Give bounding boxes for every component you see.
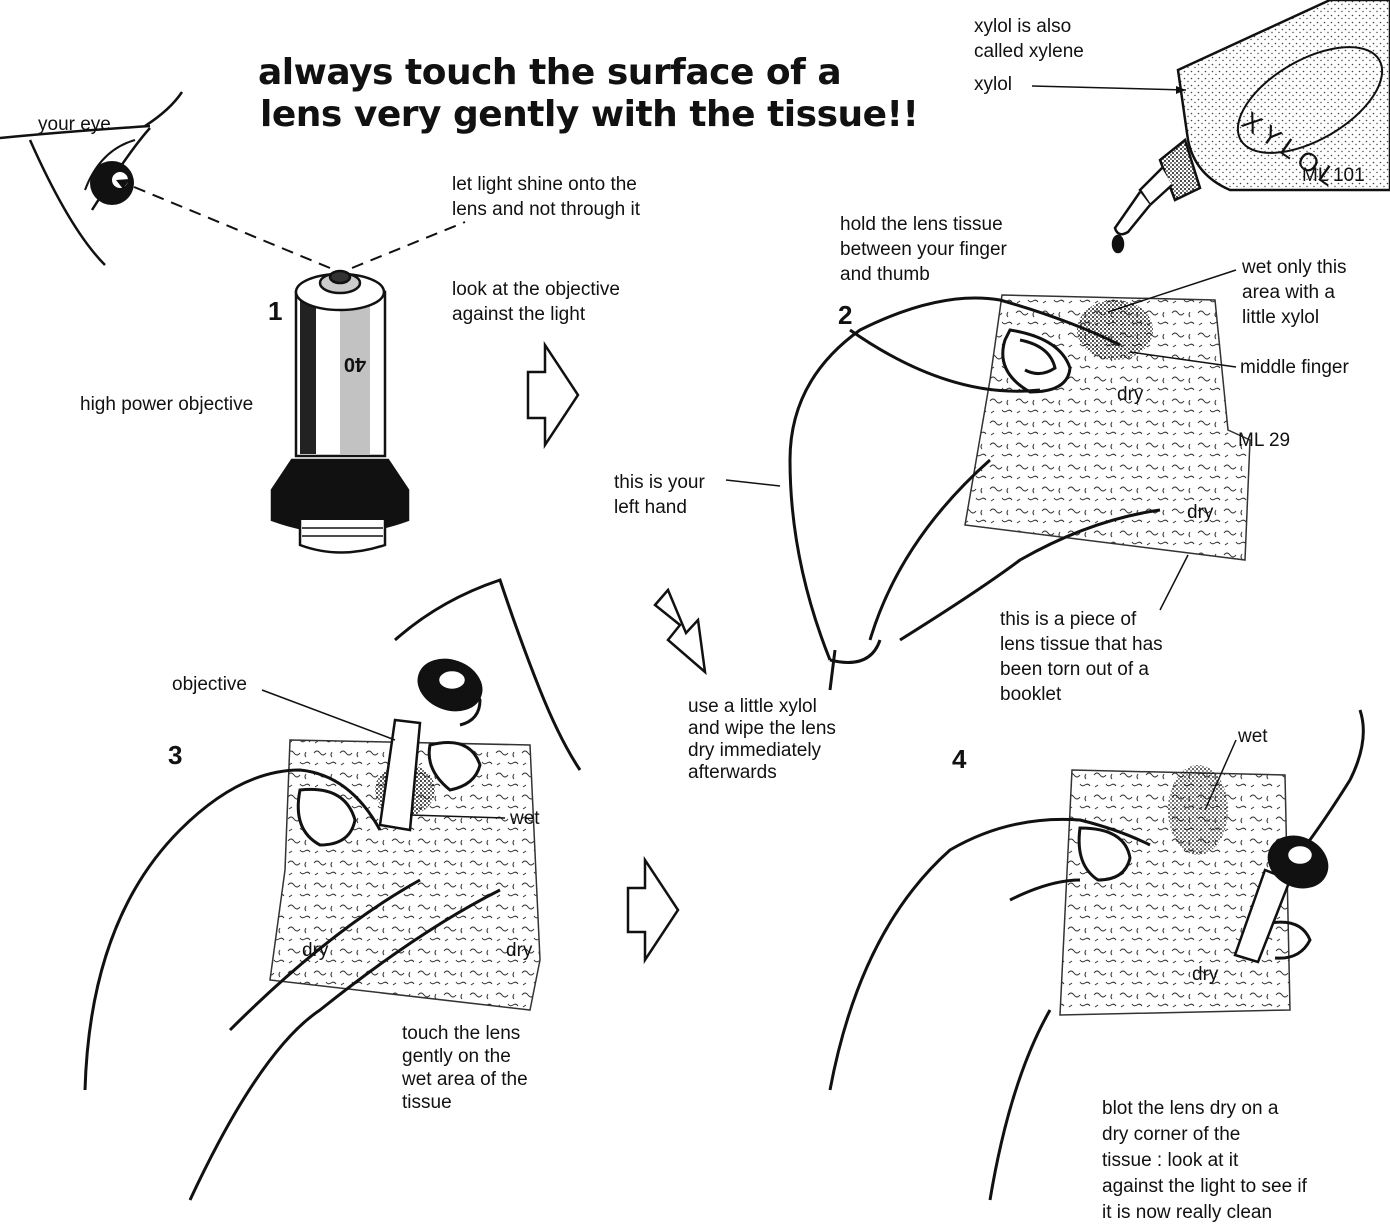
blot-line-5: it is now really clean [1102,1200,1307,1226]
dry-label-4: dry [1192,964,1218,986]
arrow-down-left [655,590,705,672]
wet-area-caption: wet only this area with a little xylol [1242,255,1347,330]
xylol-label: xylol [974,74,1012,96]
xylol-note: xylol is also called xylene [974,14,1084,64]
blot-line-2: dry corner of the [1102,1122,1307,1148]
left-hand-line-2: left hand [614,495,705,520]
wet-line-1: wet only this [1242,255,1347,280]
hold-line-2: between your finger [840,237,1007,262]
objective-mark: 40 [344,353,366,375]
blot-line-1: blot the lens dry on a [1102,1096,1307,1122]
xylol-note-line-1: xylol is also [974,14,1084,39]
tissue-4 [1060,765,1290,1015]
objective-pointer-label: objective [172,674,247,696]
step-number-3: 3 [168,740,182,771]
wet-line-2: area with a [1242,280,1347,305]
shine-line-2: lens and not through it [452,197,640,222]
xylol-instruction: use a little xylol and wipe the lens dry… [688,696,836,784]
hold-line-1: hold the lens tissue [840,212,1007,237]
eye-label: your eye [38,114,111,136]
wet-label-4: wet [1238,726,1268,748]
xylol-note-line-2: called xylene [974,39,1084,64]
touch-line-2: gently on the [402,1045,528,1068]
left-hand-line-1: this is your [614,470,705,495]
hold-caption: hold the lens tissue between your finger… [840,212,1007,287]
look-line-1: look at the objective [452,277,620,302]
arrow-right-1 [528,345,578,445]
dry-label-2a: dry [1117,384,1143,406]
xylol-instruction-line-1: use a little xylol [688,696,836,718]
title-line-2: lens very gently with the tissue!! [260,94,918,136]
hold-line-3: and thumb [840,262,1007,287]
tissue-line-4: booklet [1000,682,1163,707]
objective-drawing [272,271,408,553]
shine-caption: let light shine onto the lens and not th… [452,172,640,222]
touch-line-3: wet area of the [402,1068,528,1091]
xylol-pointer [1032,86,1186,90]
blot-caption: blot the lens dry on a dry corner of the… [1102,1096,1307,1226]
xylol-instruction-line-4: afterwards [688,762,836,784]
step-number-2: 2 [838,300,852,331]
step-number-4: 4 [952,744,966,775]
left-hand-caption: this is your left hand [614,470,705,520]
dry-label-2b: dry [1187,502,1213,524]
objective-label: high power objective [80,394,253,416]
title-line-1: always touch the surface of a [258,52,918,94]
look-line-2: against the light [452,302,620,327]
touch-caption: touch the lens gently on the wet area of… [402,1022,528,1114]
sight-lines [122,182,465,268]
tissue-line-2: lens tissue that has [1000,632,1163,657]
touch-line-4: tissue [402,1091,528,1114]
step-number-1: 1 [268,296,282,327]
tissue-caption: this is a piece of lens tissue that has … [1000,607,1163,707]
touch-line-1: touch the lens [402,1022,528,1045]
tissue-line-3: been torn out of a [1000,657,1163,682]
wet-line-3: little xylol [1242,305,1347,330]
shine-line-1: let light shine onto the [452,172,640,197]
look-caption: look at the objective against the light [452,277,620,327]
arrow-right-2 [628,860,678,960]
blot-line-4: against the light to see if [1102,1174,1307,1200]
xylol-instruction-line-3: dry immediately [688,740,836,762]
dry-label-3a: dry [302,940,328,962]
xylol-instruction-line-2: and wipe the lens [688,718,836,740]
bottle-code: ML 101 [1302,165,1365,187]
dry-label-3b: dry [506,940,532,962]
middle-finger-label: middle finger [1240,357,1349,379]
wet-label-3: wet [510,808,540,830]
page-title: always touch the surface of a lens very … [258,52,918,136]
tissue-code: ML 29 [1238,430,1290,452]
tissue-line-1: this is a piece of [1000,607,1163,632]
blot-line-3: tissue : look at it [1102,1148,1307,1174]
